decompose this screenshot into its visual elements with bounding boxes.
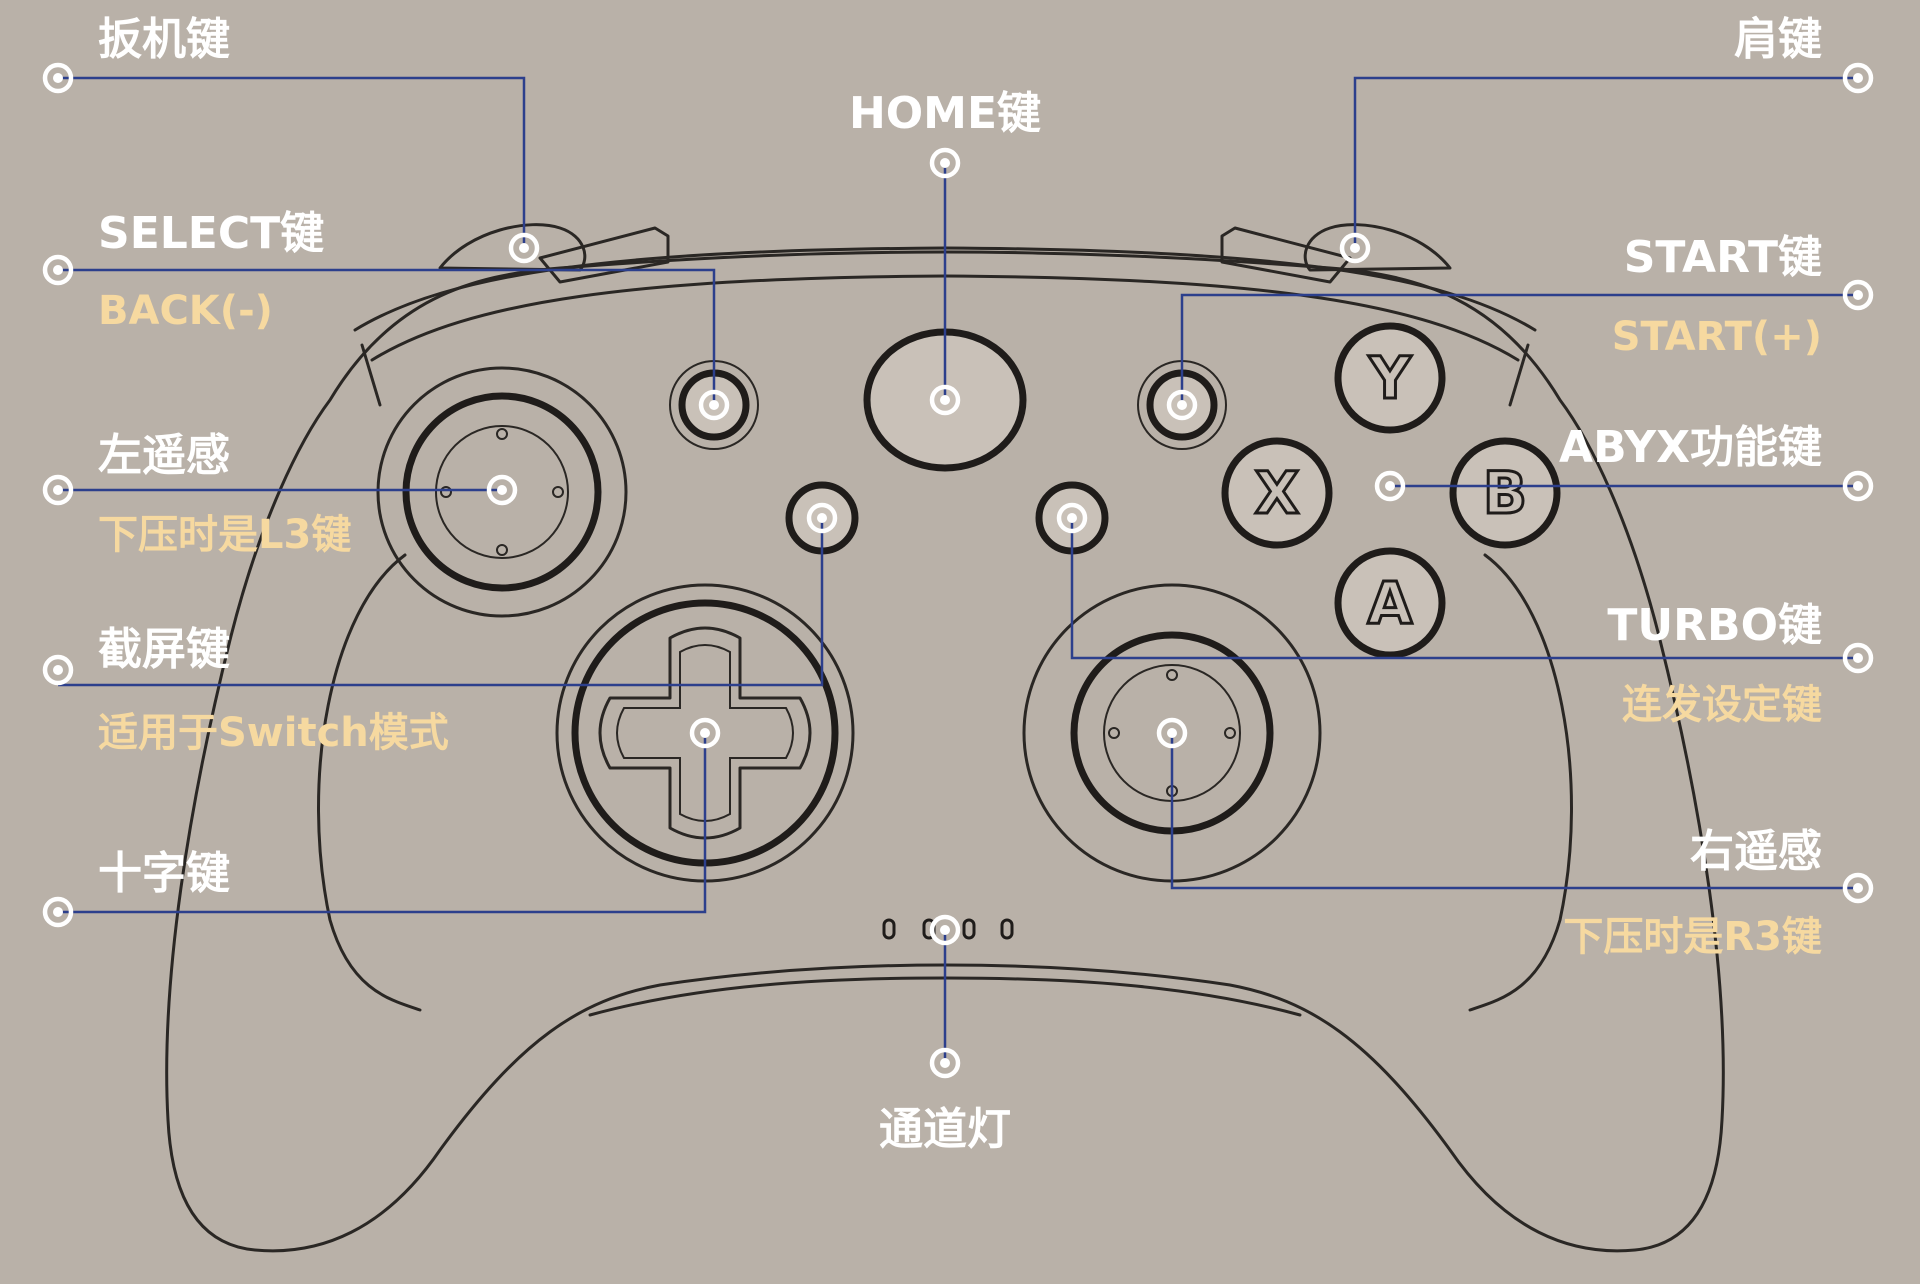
marker <box>689 717 721 749</box>
marker <box>929 384 961 416</box>
right-trigger[interactable] <box>1303 223 1452 272</box>
b-button[interactable] <box>1449 437 1561 549</box>
label-select-sub: BACK(-) <box>98 288 273 334</box>
right-stick-dot <box>1224 727 1236 739</box>
label-turbo-sub: 连发设定键 <box>1622 682 1822 728</box>
leader-lines <box>58 76 1858 1063</box>
a-button[interactable] <box>1334 547 1446 659</box>
leader-start <box>1180 293 1858 405</box>
leader-turbo <box>1070 518 1858 660</box>
channel-led <box>962 918 976 940</box>
marker <box>42 254 74 286</box>
label-screenshot-sub: 适用于Switch模式 <box>98 710 449 756</box>
left-trigger[interactable] <box>438 223 587 272</box>
marker <box>929 1047 961 1079</box>
a-button-label: A <box>1368 569 1413 637</box>
marker <box>806 502 838 534</box>
marker <box>1374 470 1406 502</box>
left-shoulder-button[interactable] <box>538 226 670 284</box>
marker <box>1842 279 1874 311</box>
b-button-label: B <box>1483 459 1527 527</box>
marker <box>42 654 74 686</box>
marker <box>486 474 518 506</box>
left-stick-cap <box>402 392 602 592</box>
left-grip-contour <box>317 553 422 1012</box>
label-dpad: 十字键 <box>98 848 230 899</box>
right-stick-dot <box>1108 727 1120 739</box>
label-right-stick-sub: 下压时是R3键 <box>1563 914 1822 960</box>
dpad-cross <box>598 626 812 840</box>
label-left-stick-sub: 下压时是L3键 <box>98 512 351 558</box>
left-stick-dot <box>552 486 564 498</box>
left-stick-dot <box>440 486 452 498</box>
left-stick[interactable] <box>376 366 628 618</box>
label-trigger: 扳机键 <box>98 14 230 65</box>
leader-trigger <box>58 76 526 248</box>
left-stick-dot <box>496 428 508 440</box>
leader-shoulder <box>1353 76 1858 248</box>
face-buttons: Y X B A <box>1221 322 1561 659</box>
right-stick-dot <box>1166 669 1178 681</box>
label-screenshot: 截屏键 <box>98 624 230 675</box>
marker <box>929 147 961 179</box>
label-shoulder: 肩键 <box>1734 14 1822 65</box>
marker <box>1056 502 1088 534</box>
leader-dpad <box>58 733 707 914</box>
right-shoulder-button[interactable] <box>1220 226 1352 284</box>
marker <box>1339 232 1371 264</box>
label-turbo: TURBO键 <box>1607 600 1822 651</box>
marker <box>1842 642 1874 674</box>
leader-select <box>58 268 716 405</box>
shoulder-triggers <box>438 223 1452 284</box>
marker <box>42 474 74 506</box>
marker <box>698 389 730 421</box>
marker <box>42 896 74 928</box>
left-stick-top <box>435 425 569 559</box>
left-stick-well <box>376 366 628 618</box>
dpad-cross-inner <box>616 644 794 822</box>
leader-screenshot <box>58 518 824 687</box>
y-button-label: Y <box>1368 344 1412 412</box>
label-abyx: ABYX功能键 <box>1559 422 1822 473</box>
marker <box>1842 62 1874 94</box>
x-button[interactable] <box>1221 437 1333 549</box>
shoulder-rail-base <box>360 343 1530 407</box>
label-right-stick: 右遥感 <box>1690 826 1822 877</box>
y-button[interactable] <box>1334 322 1446 434</box>
marker <box>1166 389 1198 421</box>
marker <box>929 914 961 946</box>
marker <box>1842 872 1874 904</box>
label-start: START键 <box>1624 232 1822 283</box>
marker <box>508 232 540 264</box>
x-button-label: X <box>1255 459 1300 527</box>
label-channel-light: 通道灯 <box>879 1104 1011 1155</box>
label-select: SELECT键 <box>98 208 324 259</box>
marker <box>1842 470 1874 502</box>
label-start-sub: START(+) <box>1612 314 1822 360</box>
controller-outline <box>165 250 1725 1253</box>
right-grip-contour <box>1468 553 1573 1012</box>
channel-led <box>882 918 896 940</box>
left-stick-dot <box>496 544 508 556</box>
marker <box>42 62 74 94</box>
marker <box>1156 717 1188 749</box>
label-left-stick: 左遥感 <box>98 430 230 481</box>
leader-right-stick <box>1170 733 1858 890</box>
channel-led <box>1000 918 1014 940</box>
callout-markers <box>42 62 1874 1079</box>
callout-labels: 扳机键 肩键 HOME键 SELECT键 BACK(-) START键 STAR… <box>98 14 1822 1155</box>
label-home: HOME键 <box>849 88 1041 139</box>
